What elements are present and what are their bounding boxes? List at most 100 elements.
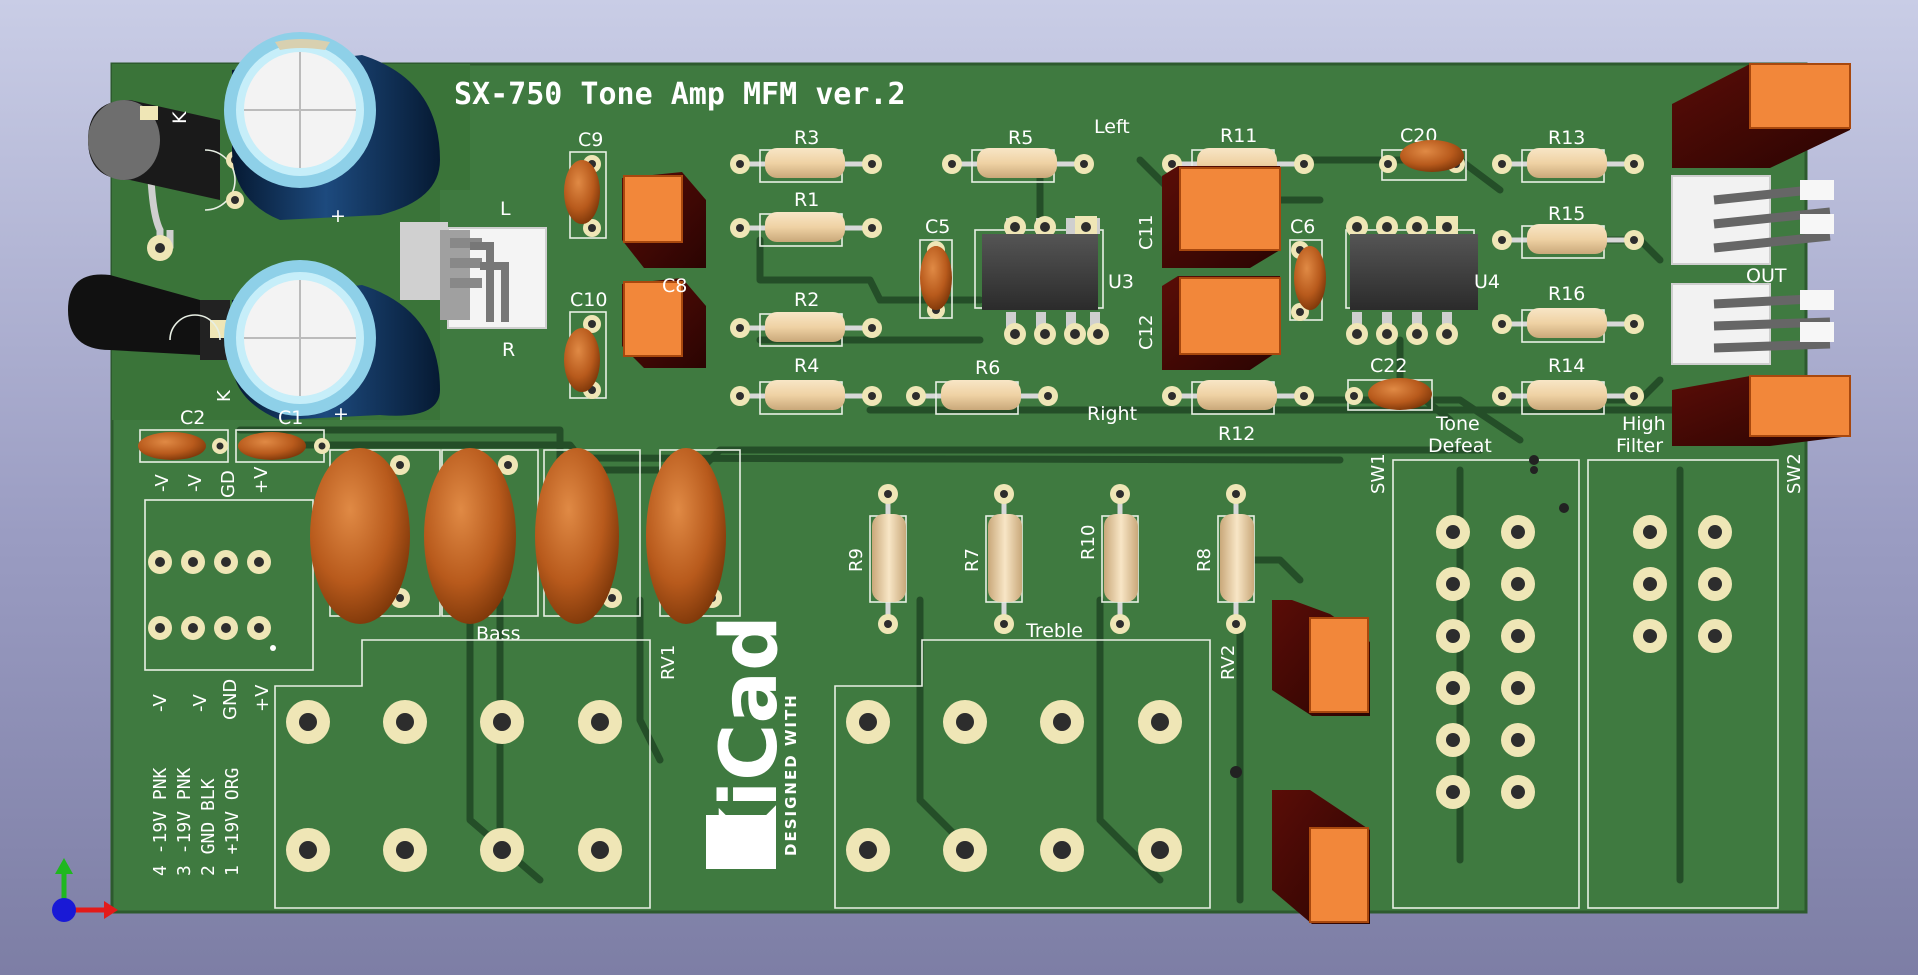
switch-pad-hole — [1708, 629, 1722, 643]
film-capacitor-c12[interactable]: C12 — [1136, 276, 1281, 370]
svg-text:1 +19V ORG: 1 +19V ORG — [222, 768, 243, 876]
svg-text:C5: C5 — [925, 216, 950, 238]
electrolytic-capacitor-2[interactable]: K + — [214, 260, 440, 425]
resistor-r16[interactable]: R16 — [1492, 283, 1644, 343]
switch-pad-hole — [1511, 629, 1525, 643]
resistor-r5[interactable]: R5 — [942, 127, 1094, 183]
capacitor-c10[interactable]: C10 — [564, 289, 607, 399]
resistor-r8[interactable]: R8 — [1194, 484, 1255, 634]
resistor-r4[interactable]: R4 — [730, 355, 882, 415]
svg-text:R11: R11 — [1220, 125, 1257, 147]
switch-pad-hole — [1708, 577, 1722, 591]
resistor-r10[interactable]: R10 — [1078, 484, 1139, 634]
resistor-r12[interactable]: R12 — [1162, 380, 1314, 445]
label-out: OUT — [1746, 265, 1787, 287]
film-capacitor-c7[interactable] — [622, 172, 706, 268]
switch-sw2[interactable]: SW2 — [1587, 453, 1805, 909]
voltage-regulator-2[interactable] — [68, 274, 230, 360]
label-left: Left — [1094, 116, 1130, 138]
svg-text:SW1: SW1 — [1368, 453, 1389, 494]
switch-pad-hole — [1446, 577, 1460, 591]
voltage-regulator-1[interactable]: K — [88, 100, 220, 261]
pcb-board-edge — [110, 62, 1808, 914]
switch-pad-hole — [1511, 785, 1525, 799]
resistor-r14[interactable]: R14 — [1492, 355, 1644, 415]
potentiometer-rv2[interactable]: Treble RV2 — [834, 620, 1242, 909]
switch-pad-hole — [1446, 629, 1460, 643]
power-header[interactable] — [144, 499, 314, 671]
svg-text:+V: +V — [252, 684, 273, 712]
film-capacitor-c8[interactable]: C8 — [622, 275, 706, 368]
svg-text:R12: R12 — [1218, 423, 1255, 445]
svg-text:C12: C12 — [1136, 315, 1157, 350]
svg-text:RV1: RV1 — [658, 645, 679, 680]
output-connector[interactable]: OUT — [1671, 175, 1834, 365]
resistor-r1[interactable]: R1 — [730, 189, 882, 247]
resistor-r7[interactable]: R7 — [962, 484, 1023, 634]
resistor-r3[interactable]: R3 — [730, 127, 882, 183]
svg-text:R14: R14 — [1548, 355, 1585, 377]
switch-pad-hole — [1446, 733, 1460, 747]
svg-text:-V: -V — [185, 474, 206, 492]
switch-pad-hole — [1446, 785, 1460, 799]
input-connector-lr[interactable]: L R — [400, 198, 547, 361]
svg-text:R2: R2 — [794, 289, 819, 311]
board-title: SX-750 Tone Amp MFM ver.2 — [454, 77, 906, 112]
switch-sw1[interactable]: SW1 — [1368, 453, 1580, 909]
svg-text:U3: U3 — [1108, 271, 1134, 293]
svg-text:4 -19V PNK: 4 -19V PNK — [150, 767, 171, 876]
connector-label-l: L — [500, 198, 511, 220]
film-capacitor-lower-1[interactable] — [1272, 600, 1370, 716]
capacitor-c2[interactable]: C2 — [138, 407, 229, 463]
svg-text:C6: C6 — [1290, 216, 1315, 238]
capacitor-c1[interactable]: C1 — [235, 407, 330, 463]
electrolytic-capacitor-1[interactable]: + — [224, 32, 440, 227]
svg-text:R16: R16 — [1548, 283, 1585, 305]
potentiometer-rv1[interactable]: RV1 — [274, 639, 679, 909]
svg-text:R5: R5 — [1008, 127, 1033, 149]
svg-text:-V: -V — [152, 474, 173, 492]
capacitor-c5[interactable]: C5 — [919, 216, 953, 319]
label-defeat: Defeat — [1428, 435, 1492, 457]
film-capacitor-right-top[interactable] — [1672, 63, 1851, 168]
svg-text:C9: C9 — [578, 129, 603, 151]
capacitor-c20[interactable]: C20 — [1379, 125, 1467, 181]
connector-label-r: R — [502, 339, 515, 361]
resistor-r15[interactable]: R15 — [1492, 203, 1644, 259]
axis-indicator — [52, 858, 118, 922]
svg-text:R1: R1 — [794, 189, 819, 211]
switch-pad-hole — [1511, 681, 1525, 695]
svg-text:GD: GD — [218, 470, 239, 498]
svg-text:R10: R10 — [1078, 525, 1099, 560]
capacitor-c6[interactable]: C6 — [1289, 216, 1326, 321]
svg-text:+V: +V — [251, 466, 272, 494]
resistor-r2[interactable]: R2 — [730, 289, 882, 347]
capacitor-c9[interactable]: C9 — [564, 129, 607, 239]
capacitor-c22[interactable]: C22 — [1345, 355, 1433, 411]
switch-pad-hole — [1708, 525, 1722, 539]
svg-text:GND: GND — [220, 679, 241, 720]
resistor-r13[interactable]: R13 — [1492, 127, 1644, 183]
svg-text:C8: C8 — [662, 275, 687, 297]
svg-text:SW2: SW2 — [1784, 453, 1805, 494]
svg-text:R8: R8 — [1194, 548, 1215, 572]
switch-pad-hole — [1511, 733, 1525, 747]
svg-text:K: K — [214, 389, 235, 402]
film-capacitor-lower-2[interactable] — [1272, 790, 1370, 924]
svg-text:C2: C2 — [180, 407, 205, 429]
label-bass: Bass — [476, 623, 520, 645]
resistor-r9[interactable]: R9 — [846, 484, 907, 634]
film-capacitor-right-bottom[interactable] — [1672, 375, 1851, 446]
svg-text:+: + — [330, 205, 346, 227]
film-capacitor-c11[interactable]: C11 — [1136, 166, 1281, 268]
opamp-u4[interactable]: U4 — [1345, 216, 1500, 345]
label-high: High — [1622, 413, 1666, 435]
opamp-u3[interactable]: U3 — [974, 216, 1134, 345]
resistor-r6[interactable]: R6 — [906, 357, 1058, 415]
label-treble: Treble — [1025, 620, 1083, 642]
bass-capacitors[interactable]: Bass — [310, 448, 741, 645]
svg-text:R6: R6 — [975, 357, 1000, 379]
label-filter: Filter — [1616, 435, 1663, 457]
label-tone: Tone — [1435, 413, 1480, 435]
